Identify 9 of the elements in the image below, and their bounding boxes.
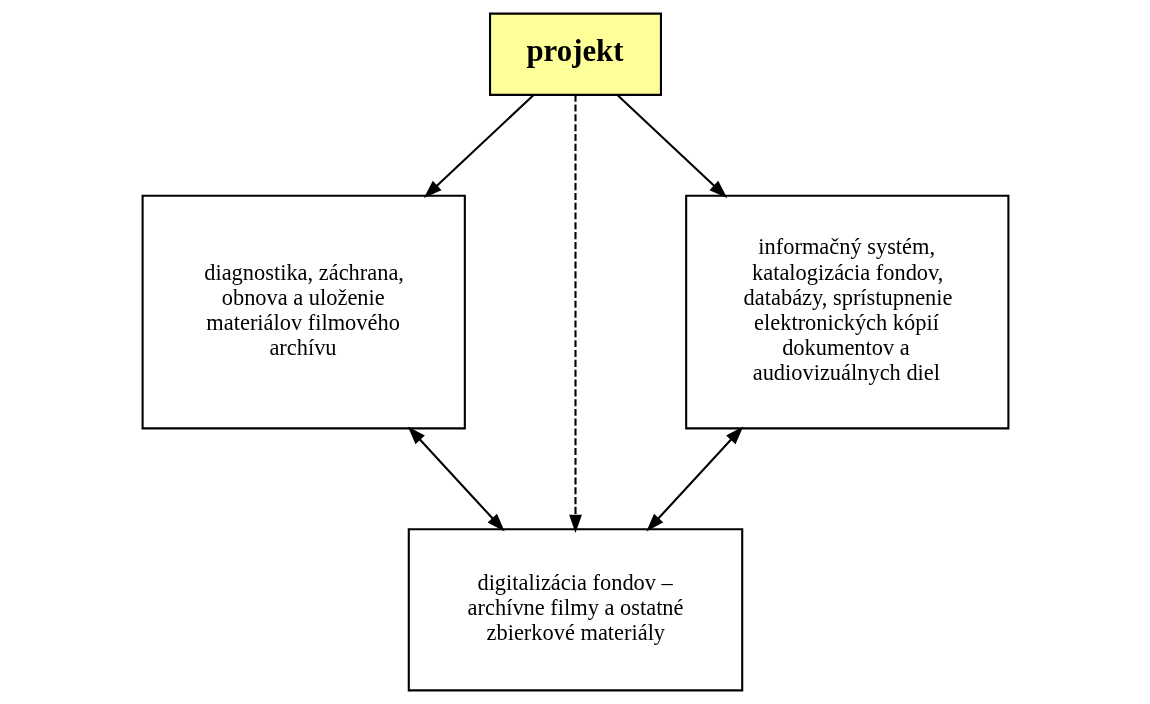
node-box: diagnostika, záchrana, obnova a uloženie materiálov filmového archívu	[141, 194, 466, 430]
arrow	[423, 94, 534, 198]
arrow	[616, 94, 727, 198]
node-box: informačný systém, katalogizácia fondov, databázy, sprístupnenie elektronických kópií dokumentov a audiovizuálnych diel	[684, 194, 1009, 430]
arrow	[407, 426, 505, 532]
node-box: digitalizácia fondov – archívne filmy a ostatné zbierkové materiály	[407, 528, 743, 692]
arrow	[645, 426, 743, 532]
arrow	[568, 94, 582, 534]
node-box: projekt	[488, 12, 662, 96]
